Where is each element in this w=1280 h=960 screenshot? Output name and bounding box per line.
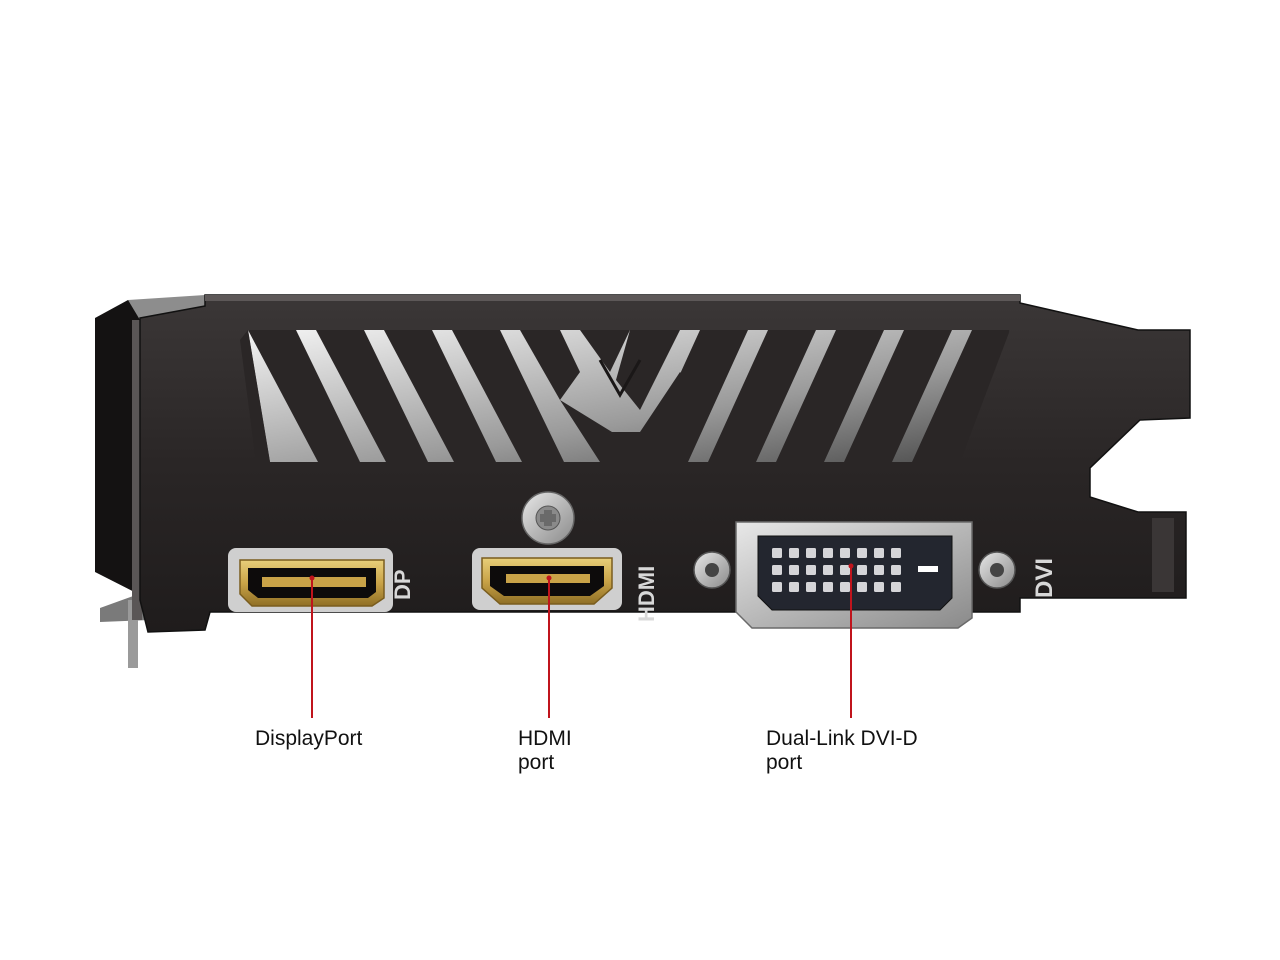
dvi-pin [823, 565, 833, 575]
dvi-connector [693, 521, 1016, 629]
dvi-pin [840, 582, 850, 592]
hdmi-callout-dot [546, 575, 552, 581]
dvi-pin [806, 582, 816, 592]
dvi-label: Dual-Link DVI-D port [766, 727, 918, 775]
hdmi-label-line-2: port [518, 751, 555, 774]
dvi-pin [823, 582, 833, 592]
dvi-pin [806, 565, 816, 575]
dvi-pin [891, 582, 901, 592]
hdmi-label-line-1: HDMI [518, 727, 572, 750]
dvi-pin [874, 582, 884, 592]
bracket-tab-marking [1152, 518, 1174, 592]
dvi-pin [772, 548, 782, 558]
dvi-label-line-2: port [766, 751, 803, 774]
dvi-pin [857, 582, 867, 592]
dvi-pin [857, 548, 867, 558]
dvi-callout-dot [848, 563, 854, 569]
dvi-pin [874, 565, 884, 575]
dvi-pin [891, 548, 901, 558]
dvi-marking: DVI [1031, 558, 1058, 598]
dvi-pin [772, 565, 782, 575]
dvi-pin [857, 565, 867, 575]
displayport-label: DisplayPort [255, 727, 362, 751]
dvi-pin [891, 565, 901, 575]
dvi-pin [806, 548, 816, 558]
dvi-pin [840, 565, 850, 575]
displayport-label-line-1: DisplayPort [255, 727, 363, 750]
dvi-pin [789, 548, 799, 558]
bracket-screw [521, 491, 575, 545]
vent-grille [240, 330, 1010, 462]
callout-lines [309, 563, 854, 718]
dvi-pin [789, 582, 799, 592]
dvi-pin [840, 548, 850, 558]
dvi-pin [874, 548, 884, 558]
bracket-edge [205, 295, 1020, 301]
dp-marking: DP [390, 569, 415, 600]
dvi-pin [823, 548, 833, 558]
dvi-label-line-1: Dual-Link DVI-D [766, 727, 918, 750]
dvi-pin [772, 582, 782, 592]
dvi-pin [789, 565, 799, 575]
hdmi-label: HDMI port [518, 727, 572, 775]
displayport-callout-dot [309, 575, 315, 581]
hdmi-marking: HDMI [634, 566, 659, 622]
